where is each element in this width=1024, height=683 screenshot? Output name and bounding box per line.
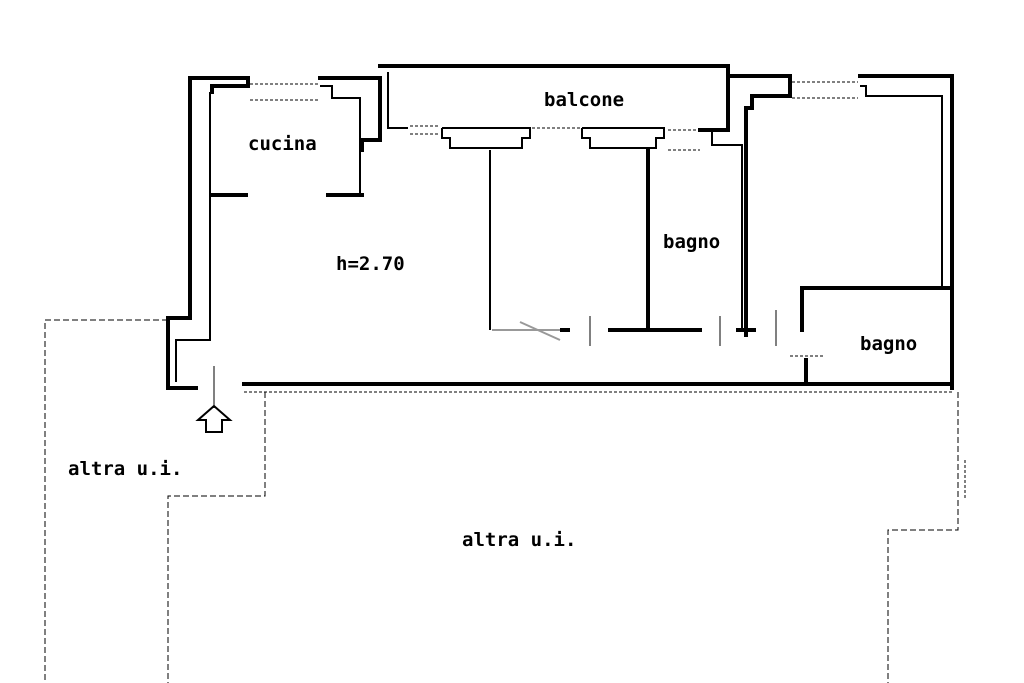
label-altra-ui-bottom: altra u.i. [462,529,576,551]
neighbour-outline-right [887,392,966,683]
label-ceiling-height: h=2.70 [336,253,405,275]
label-cucina: cucina [248,133,317,155]
label-altra-ui-left: altra u.i. [68,458,182,480]
label-balcone: balcone [544,89,624,111]
label-bagno-1: bagno [663,231,720,253]
interior-walls [195,148,950,433]
label-bagno-2: bagno [860,333,917,355]
neighbour-outline-left [44,319,266,683]
outer-walls [166,64,954,393]
